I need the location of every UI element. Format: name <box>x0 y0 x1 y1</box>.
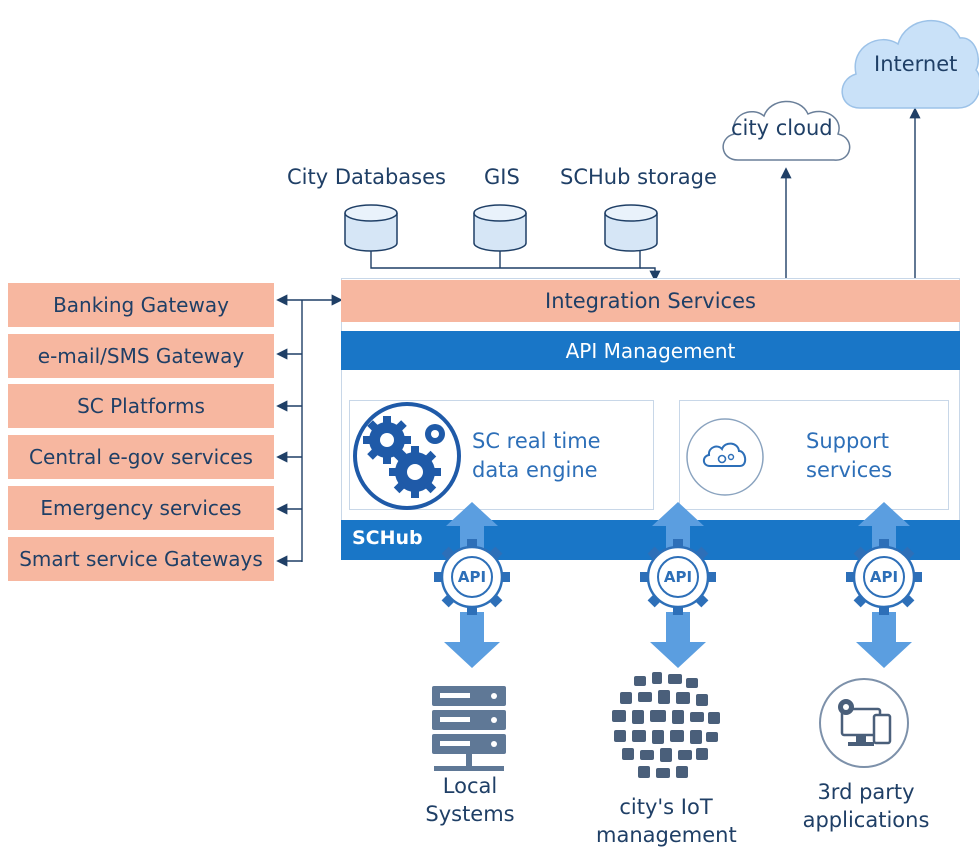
iot-management-line2: management <box>596 823 737 847</box>
gateway-emergency: Emergency services <box>8 486 274 530</box>
city-databases-cylinder-icon <box>344 204 398 252</box>
api-gear-icon-third-party <box>846 539 922 615</box>
support-label-line2: services <box>806 458 893 482</box>
support-label-line1: Support <box>806 429 890 453</box>
gears-icon <box>353 402 461 510</box>
api-management-band: API Management <box>341 331 960 370</box>
city-cloud-label: city cloud <box>731 116 833 140</box>
cloud-settings-icon <box>686 418 764 496</box>
gis-cylinder-icon <box>473 204 527 252</box>
engine-label-line2: data engine <box>472 458 598 482</box>
server-rack-icon <box>432 686 506 771</box>
third-party-line2: applications <box>802 808 930 832</box>
api-arrow-third-party <box>856 502 912 668</box>
engine-label-line1: SC real time <box>472 429 601 453</box>
third-party-line1: 3rd party <box>817 780 915 804</box>
api-label-third-party: API <box>869 568 899 586</box>
gateway-banking: Banking Gateway <box>8 283 274 327</box>
city-cloud-icon <box>722 100 851 161</box>
iot-management-line1: city's IoT <box>619 795 713 819</box>
schub-storage-label: SCHub storage <box>560 165 717 189</box>
devices-apps-icon <box>819 678 909 768</box>
gateway-sc-platforms: SC Platforms <box>8 384 274 428</box>
integration-services-band: Integration Services <box>341 280 960 322</box>
gateway-smart-service: Smart service Gateways <box>8 537 274 581</box>
api-gear-icon-local <box>434 539 510 615</box>
iot-devices-cluster-icon <box>612 672 720 778</box>
api-gear-icon-iot <box>640 539 716 615</box>
internet-label: Internet <box>874 52 958 76</box>
api-label-local: API <box>457 568 487 586</box>
schub-label: SCHub <box>352 527 423 549</box>
local-systems-line2: Systems <box>425 802 515 826</box>
gateway-email-sms: e-mail/SMS Gateway <box>8 334 274 378</box>
api-arrow-local <box>444 502 500 668</box>
gis-label: GIS <box>484 165 520 189</box>
api-label-iot: API <box>663 568 693 586</box>
city-databases-label: City Databases <box>287 165 446 189</box>
internet-cloud-icon <box>841 20 979 109</box>
gateway-central-egov: Central e-gov services <box>8 435 274 479</box>
api-arrow-iot <box>650 502 706 668</box>
local-systems-line1: Local <box>442 774 498 798</box>
schub-storage-cylinder-icon <box>604 204 658 252</box>
